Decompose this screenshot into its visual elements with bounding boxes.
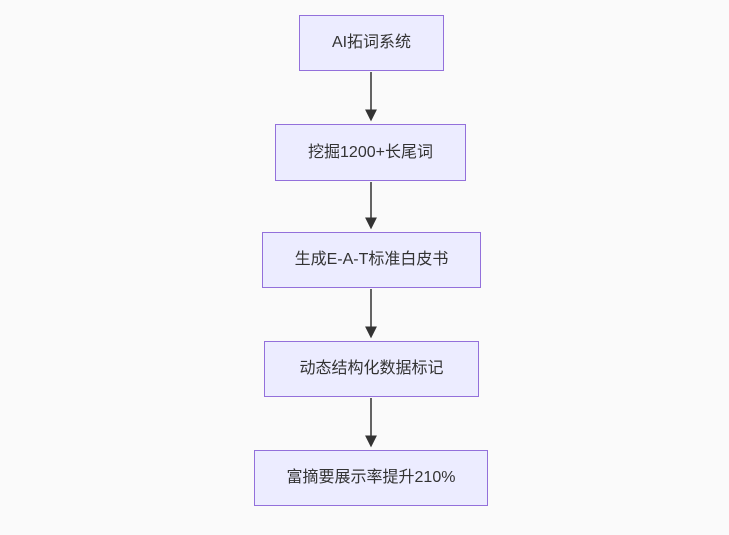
- flow-node-dynamic-structured-data: 动态结构化数据标记: [264, 341, 479, 397]
- flow-node-generate-eat-whitepaper: 生成E-A-T标准白皮书: [262, 232, 481, 288]
- flow-node-label: 富摘要展示率提升210%: [286, 469, 456, 487]
- flow-node-rich-snippet-rate: 富摘要展示率提升210%: [254, 450, 488, 506]
- flow-node-ai-keyword-system: AI拓词系统: [299, 15, 444, 71]
- flow-node-label: 动态结构化数据标记: [299, 360, 444, 378]
- flow-node-label: AI拓词系统: [331, 34, 412, 52]
- flow-node-label: 生成E-A-T标准白皮书: [294, 251, 449, 269]
- flow-node-label: 挖掘1200+长尾词: [308, 143, 433, 161]
- flow-node-mine-longtail-keywords: 挖掘1200+长尾词: [275, 124, 466, 181]
